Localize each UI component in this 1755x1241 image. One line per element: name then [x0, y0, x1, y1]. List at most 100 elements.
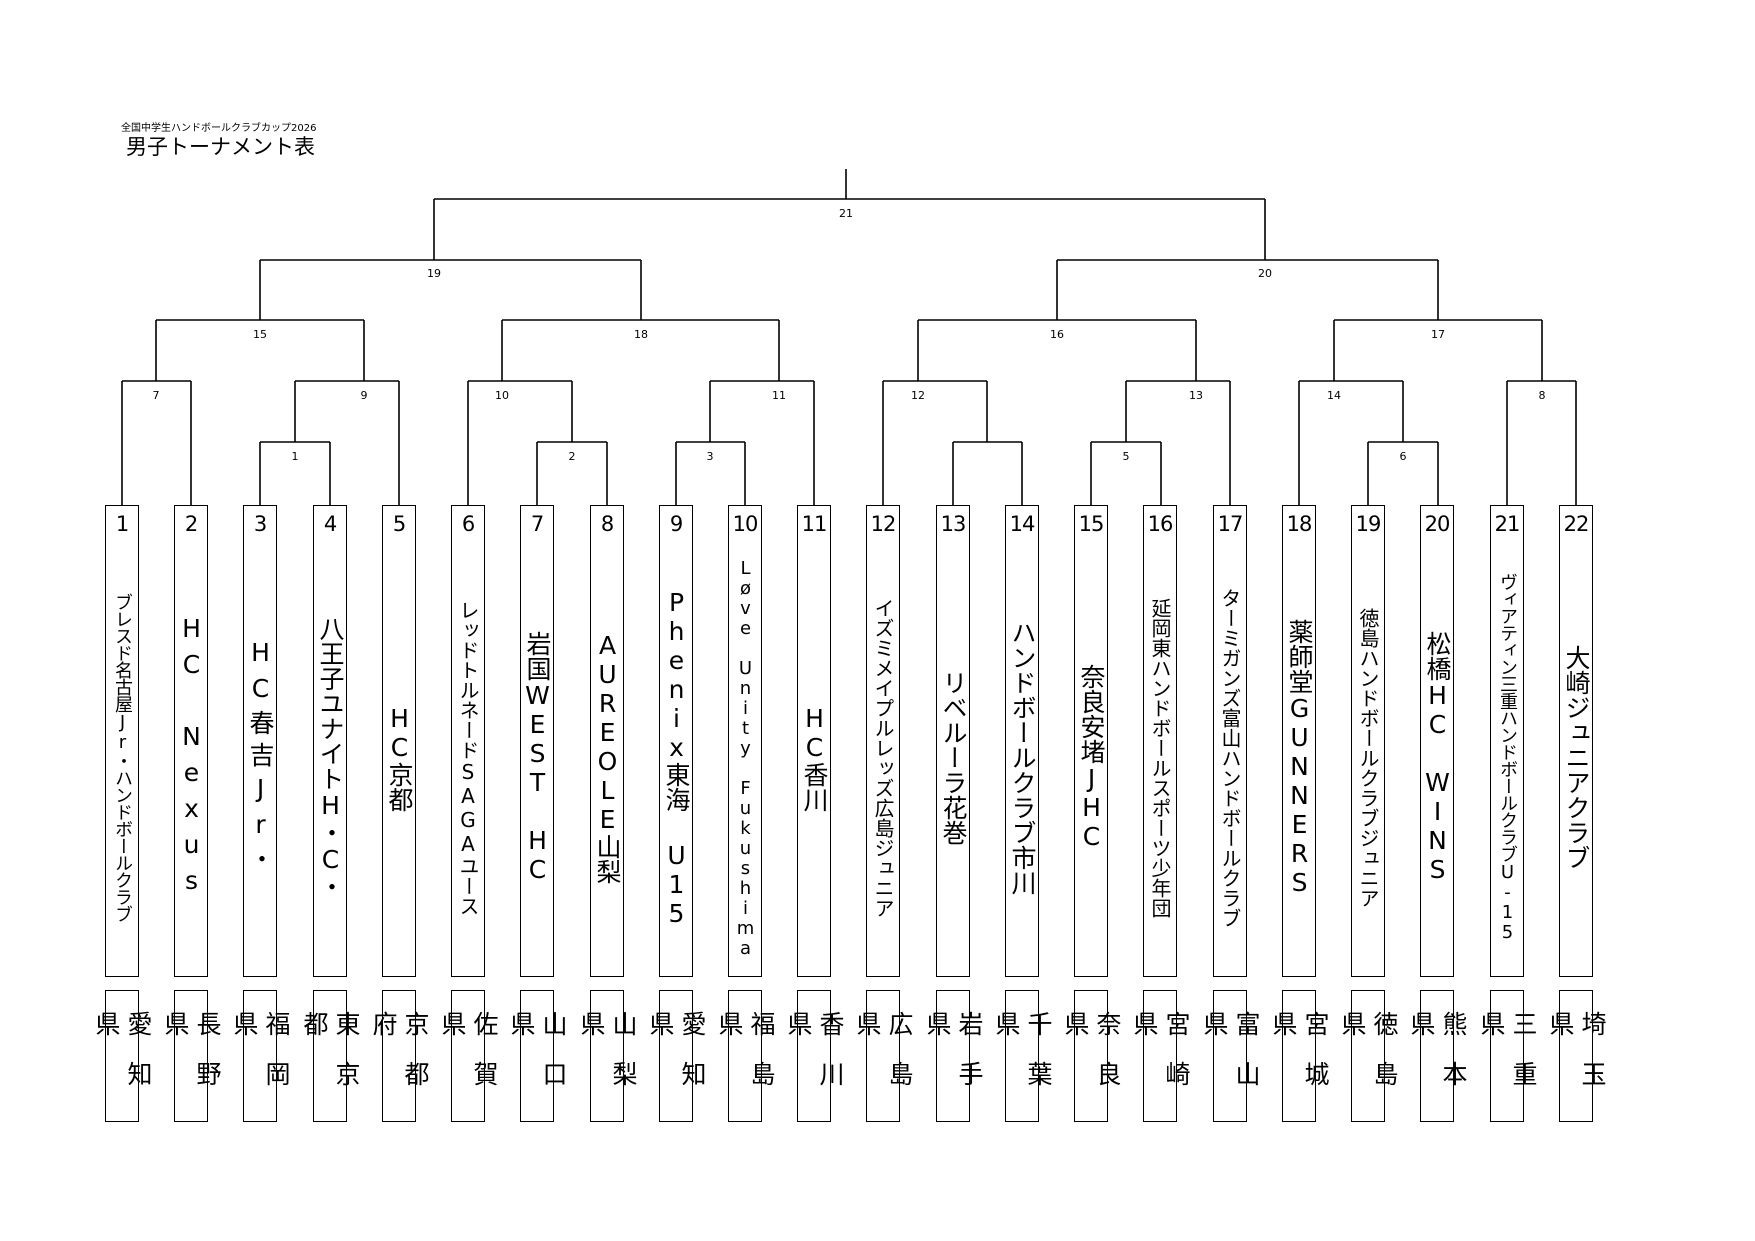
- match-number: 11: [772, 389, 786, 402]
- match-number: 3: [707, 450, 714, 463]
- team-box: 12 イズミメイプルレッズ広島ジュニア: [866, 505, 900, 977]
- prefecture-box: 愛知県: [92, 990, 153, 1122]
- prefecture-box: 広島県: [853, 990, 914, 1122]
- team-seed: 3: [253, 512, 267, 536]
- team-box: 6 レッドトルネードSAGAユース: [451, 505, 485, 977]
- prefecture-box: 富山県: [1200, 990, 1261, 1122]
- prefecture-box: 山梨県: [577, 990, 638, 1122]
- team-box: 4 八王子ユナイトH・C・: [313, 505, 347, 977]
- prefecture-box: 宮崎県: [1130, 990, 1191, 1122]
- team-seed: 11: [801, 512, 828, 536]
- team-box: 13 リベルーラ花巻: [936, 505, 970, 977]
- team-name: 大崎ジュニアクラブ: [1562, 645, 1591, 870]
- prefecture-box: 埼玉県: [1546, 990, 1607, 1122]
- team-seed: 13: [940, 512, 967, 536]
- team-seed: 20: [1424, 512, 1451, 536]
- team-name: HC春吉Jr・: [246, 637, 275, 878]
- team-seed: 8: [600, 512, 614, 536]
- team-seed: 15: [1078, 512, 1105, 536]
- prefecture-box: 千葉県: [992, 990, 1053, 1122]
- team-name: 奈良安堵JHC: [1077, 664, 1106, 851]
- team-seed: 2: [184, 512, 198, 536]
- team-seed: 9: [669, 512, 683, 536]
- team-seed: 10: [732, 512, 759, 536]
- match-number: 18: [634, 328, 648, 341]
- prefecture-box: 愛知県: [646, 990, 707, 1122]
- page-title: 男子トーナメント表: [126, 135, 315, 159]
- prefecture-box: 奈良県: [1061, 990, 1122, 1122]
- team-box: 19 徳島ハンドボールクラブジュニア: [1351, 505, 1385, 977]
- team-name: レッドトルネードSAGAユース: [456, 599, 480, 916]
- prefecture-box: 長野県: [161, 990, 222, 1122]
- prefecture-box: 東京都: [300, 990, 361, 1122]
- team-seed: 22: [1563, 512, 1590, 536]
- match-number: 10: [495, 389, 509, 402]
- team-box: 20 松橋HC WINS: [1420, 505, 1454, 977]
- team-seed: 21: [1494, 512, 1521, 536]
- match-number: 2: [569, 450, 576, 463]
- team-box: 21 ヴィアティン三重ハンドボールクラブU-15: [1490, 505, 1524, 977]
- team-name: AUREOLE山梨: [593, 631, 622, 884]
- match-number: 9: [361, 389, 368, 402]
- team-name: ヴィアティン三重ハンドボールクラブU-15: [1497, 573, 1518, 942]
- team-box: 22 大崎ジュニアクラブ: [1559, 505, 1593, 977]
- team-box: 15 奈良安堵JHC: [1074, 505, 1108, 977]
- match-number: 8: [1539, 389, 1546, 402]
- team-seed: 12: [870, 512, 897, 536]
- team-name: 徳島ハンドボールクラブジュニア: [1356, 607, 1380, 908]
- match-number: 5: [1123, 450, 1130, 463]
- prefecture-box: 岩手県: [923, 990, 984, 1122]
- team-name: 延岡東ハンドボールスポーツ少年団: [1148, 597, 1172, 918]
- team-seed: 7: [530, 512, 544, 536]
- match-number: 14: [1327, 389, 1341, 402]
- team-name: ブレスド名古屋Jr・ハンドボールクラブ: [112, 593, 133, 922]
- team-seed: 1: [115, 512, 129, 536]
- match-number: 20: [1258, 267, 1272, 280]
- team-name: イズミメイプルレッズ広島ジュニア: [871, 597, 895, 918]
- prefecture-box: 山口県: [507, 990, 568, 1122]
- team-seed: 19: [1355, 512, 1382, 536]
- match-number: 15: [253, 328, 267, 341]
- team-name: リベルーラ花巻: [939, 670, 968, 845]
- match-number: 19: [427, 267, 441, 280]
- prefecture-box: 徳島県: [1338, 990, 1399, 1122]
- prefecture-box: 三重県: [1477, 990, 1538, 1122]
- team-seed: 5: [392, 512, 406, 536]
- prefecture-box: 佐賀県: [438, 990, 499, 1122]
- team-seed: 18: [1286, 512, 1313, 536]
- team-name: Løve Unity Fukushima: [735, 557, 756, 958]
- team-name: 八王子ユナイトH・C・: [316, 616, 345, 899]
- prefecture-box: 福島県: [715, 990, 776, 1122]
- team-seed: 6: [461, 512, 475, 536]
- prefecture-box: 京都府: [369, 990, 430, 1122]
- match-number: 7: [153, 389, 160, 402]
- team-box: 1 ブレスド名古屋Jr・ハンドボールクラブ: [105, 505, 139, 977]
- prefecture-box: 宮城県: [1269, 990, 1330, 1122]
- team-name: Phenix東海 U15: [662, 587, 691, 928]
- team-seed: 14: [1009, 512, 1036, 536]
- match-number: 1: [292, 450, 299, 463]
- team-name: 岩国WEST HC: [523, 631, 552, 884]
- prefecture-box: 熊本県: [1407, 990, 1468, 1122]
- tournament-subtitle: 全国中学生ハンドボールクラブカップ2026: [121, 123, 317, 134]
- prefecture-box: 福岡県: [230, 990, 291, 1122]
- team-seed: 4: [323, 512, 337, 536]
- match-number: 21: [839, 207, 853, 220]
- team-name: ターミガンズ富山ハンドボールクラブ: [1218, 587, 1242, 928]
- team-box: 18 薬師堂GUNNERS: [1282, 505, 1316, 977]
- prefecture-box: 香川県: [784, 990, 845, 1122]
- team-name: 薬師堂GUNNERS: [1285, 618, 1314, 897]
- team-seed: 16: [1147, 512, 1174, 536]
- team-name: HC京都: [385, 703, 414, 812]
- team-name: 松橋HC WINS: [1423, 631, 1452, 884]
